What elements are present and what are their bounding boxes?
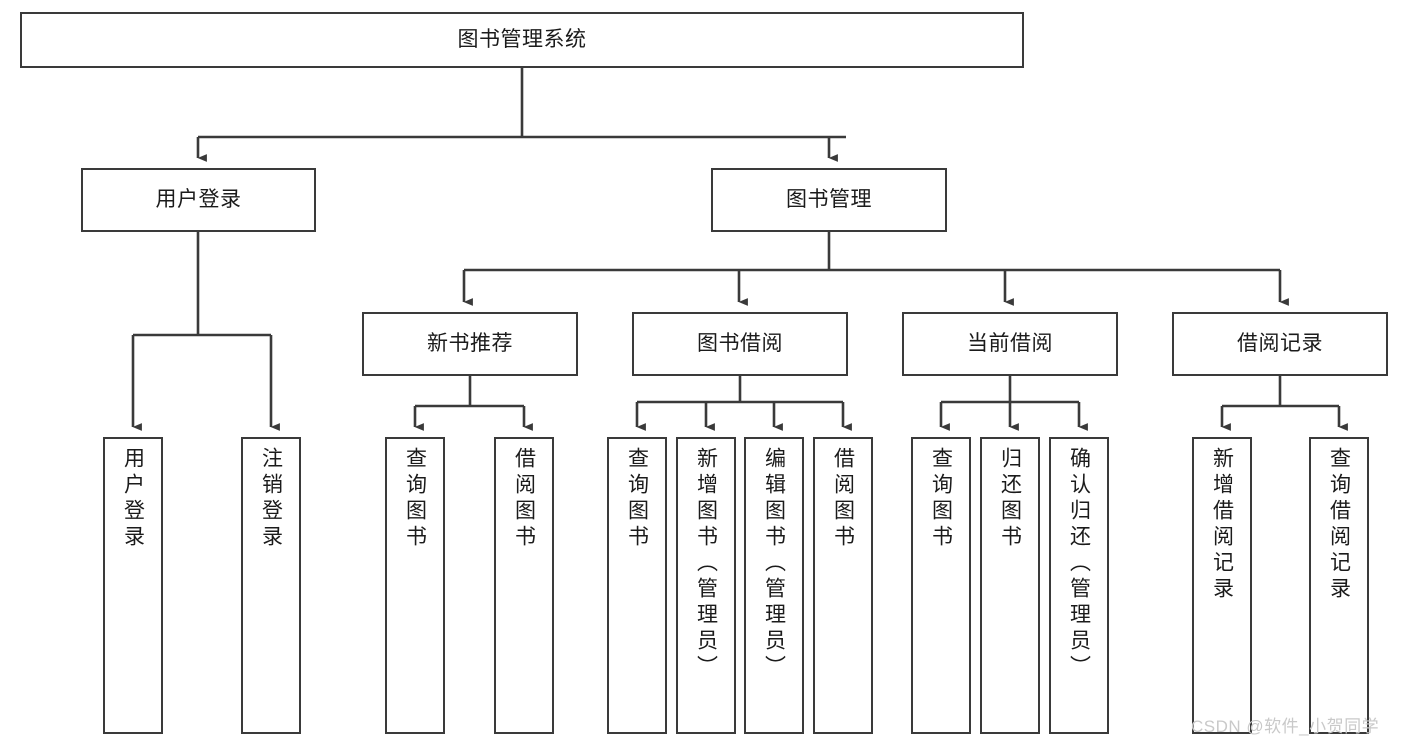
node-label: 图书管理系统 (457, 28, 587, 52)
node-label: 新增借阅记录 (1210, 447, 1234, 603)
node-label: 查询借阅记录 (1327, 447, 1351, 603)
node-label: 当前借阅 (967, 332, 1053, 356)
node-label: 归还图书 (998, 447, 1022, 551)
node-label: 新书推荐 (427, 332, 513, 356)
node-label: 确认归还（管理员） (1067, 447, 1091, 681)
node-book-borrow[interactable]: 图书借阅 (632, 312, 848, 376)
node-label: 图书管理 (786, 188, 872, 212)
leaf-borrow-book-2[interactable]: 借阅图书 (813, 437, 873, 734)
node-label: 查询图书 (625, 447, 649, 551)
node-label: 用户登录 (121, 447, 145, 551)
leaf-user-login[interactable]: 用户登录 (103, 437, 163, 734)
node-label: 借阅记录 (1237, 332, 1323, 356)
node-user-login[interactable]: 用户登录 (81, 168, 316, 232)
leaf-return-book[interactable]: 归还图书 (980, 437, 1040, 734)
node-book-management[interactable]: 图书管理 (711, 168, 947, 232)
node-label: 注销登录 (259, 447, 283, 551)
node-label: 查询图书 (403, 447, 427, 551)
node-current-borrow[interactable]: 当前借阅 (902, 312, 1118, 376)
leaf-confirm-return-admin[interactable]: 确认归还（管理员） (1049, 437, 1109, 734)
leaf-query-borrow-record[interactable]: 查询借阅记录 (1309, 437, 1369, 734)
node-label: 用户登录 (155, 188, 242, 212)
node-root-book-management-system[interactable]: 图书管理系统 (20, 12, 1024, 68)
tree-connectors (131, 68, 1348, 431)
node-label: 编辑图书（管理员） (762, 447, 786, 681)
leaf-edit-book-admin[interactable]: 编辑图书（管理员） (744, 437, 804, 734)
node-borrow-record[interactable]: 借阅记录 (1172, 312, 1388, 376)
leaf-user-logout[interactable]: 注销登录 (241, 437, 301, 734)
leaf-add-book-admin[interactable]: 新增图书（管理员） (676, 437, 736, 734)
leaf-add-borrow-record[interactable]: 新增借阅记录 (1192, 437, 1252, 734)
leaf-query-book-2[interactable]: 查询图书 (607, 437, 667, 734)
node-label: 图书借阅 (697, 332, 783, 356)
node-label: 借阅图书 (512, 447, 536, 551)
node-new-book-recommend[interactable]: 新书推荐 (362, 312, 578, 376)
leaf-borrow-book-1[interactable]: 借阅图书 (494, 437, 554, 734)
leaf-query-book-3[interactable]: 查询图书 (911, 437, 971, 734)
node-label: 借阅图书 (831, 447, 855, 551)
node-label: 查询图书 (929, 447, 953, 551)
node-label: 新增图书（管理员） (694, 447, 718, 681)
leaf-query-book-1[interactable]: 查询图书 (385, 437, 445, 734)
